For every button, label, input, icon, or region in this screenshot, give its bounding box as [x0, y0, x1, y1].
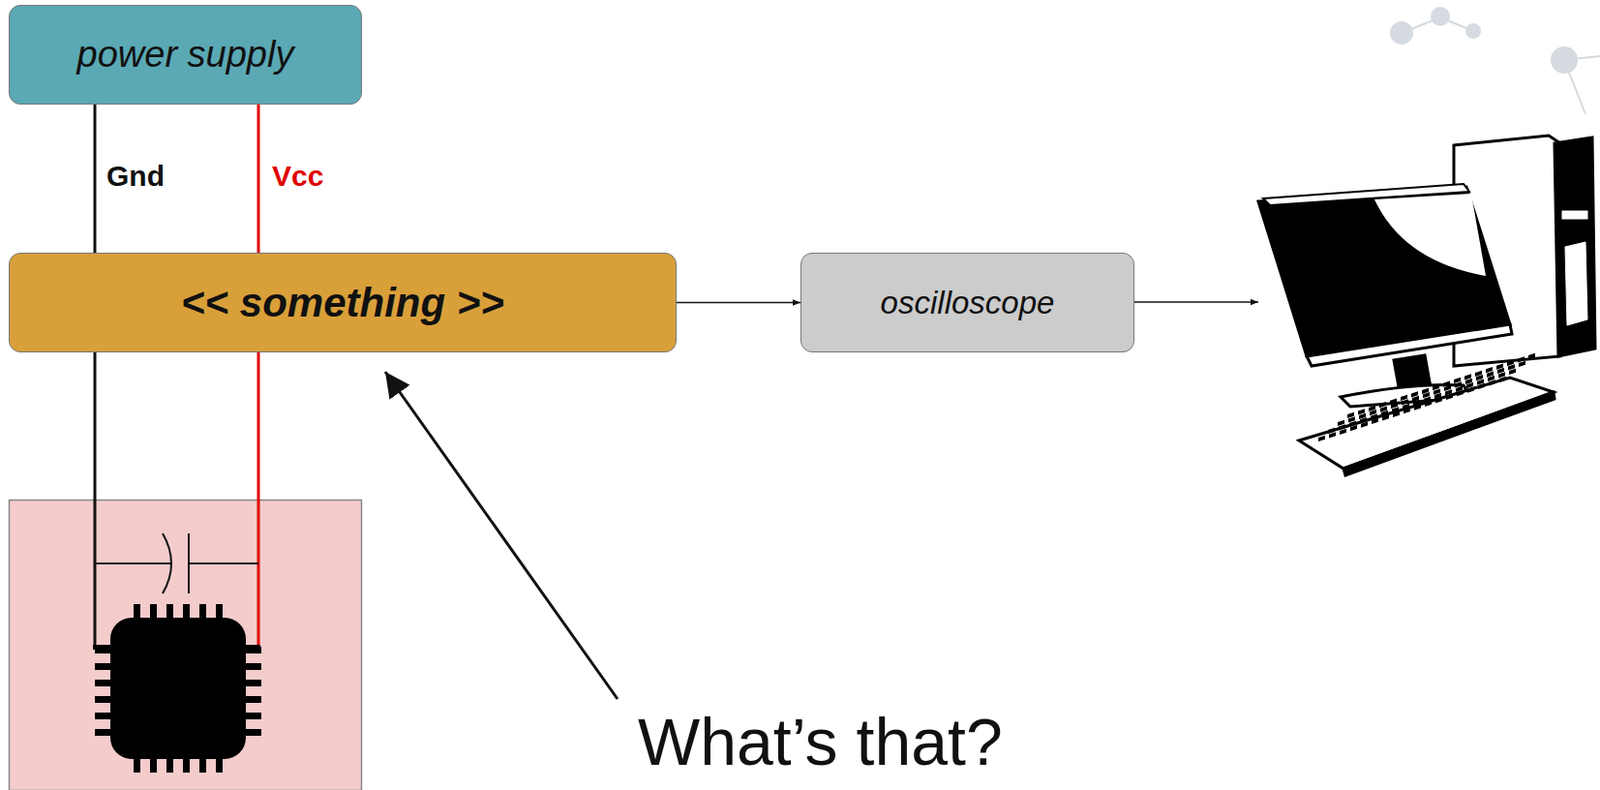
chip-symbol — [94, 603, 262, 773]
node-label: << something >> — [181, 279, 505, 327]
chip-pin-vcc — [243, 644, 261, 650]
gnd-wire — [93, 352, 97, 647]
scope-to-computer-arrow — [1134, 301, 1259, 303]
signal-arrow — [676, 301, 801, 304]
computer-illustration — [1258, 135, 1596, 476]
unknown-device-box: << something >> — [8, 252, 677, 353]
signal-name: Vcc — [271, 159, 324, 193]
chip-pin-gnd — [92, 644, 113, 650]
circuit-board — [9, 500, 363, 790]
power-supply-box: power supply — [8, 4, 363, 105]
signal-name: Gnd — [106, 159, 165, 193]
vcc-connector — [257, 104, 261, 253]
node-label: power supply — [77, 33, 295, 76]
question-text: What’s that? — [637, 708, 1003, 775]
gnd-connector — [93, 104, 97, 253]
node-label: oscilloscope — [880, 284, 1056, 322]
question-pointer — [385, 371, 618, 699]
keyboard-keys — [1318, 353, 1536, 442]
molecule-decoration — [1390, 7, 1600, 115]
vcc-wire — [257, 352, 261, 647]
oscilloscope-box: oscilloscope — [800, 252, 1135, 353]
capacitor-symbol — [94, 533, 259, 594]
